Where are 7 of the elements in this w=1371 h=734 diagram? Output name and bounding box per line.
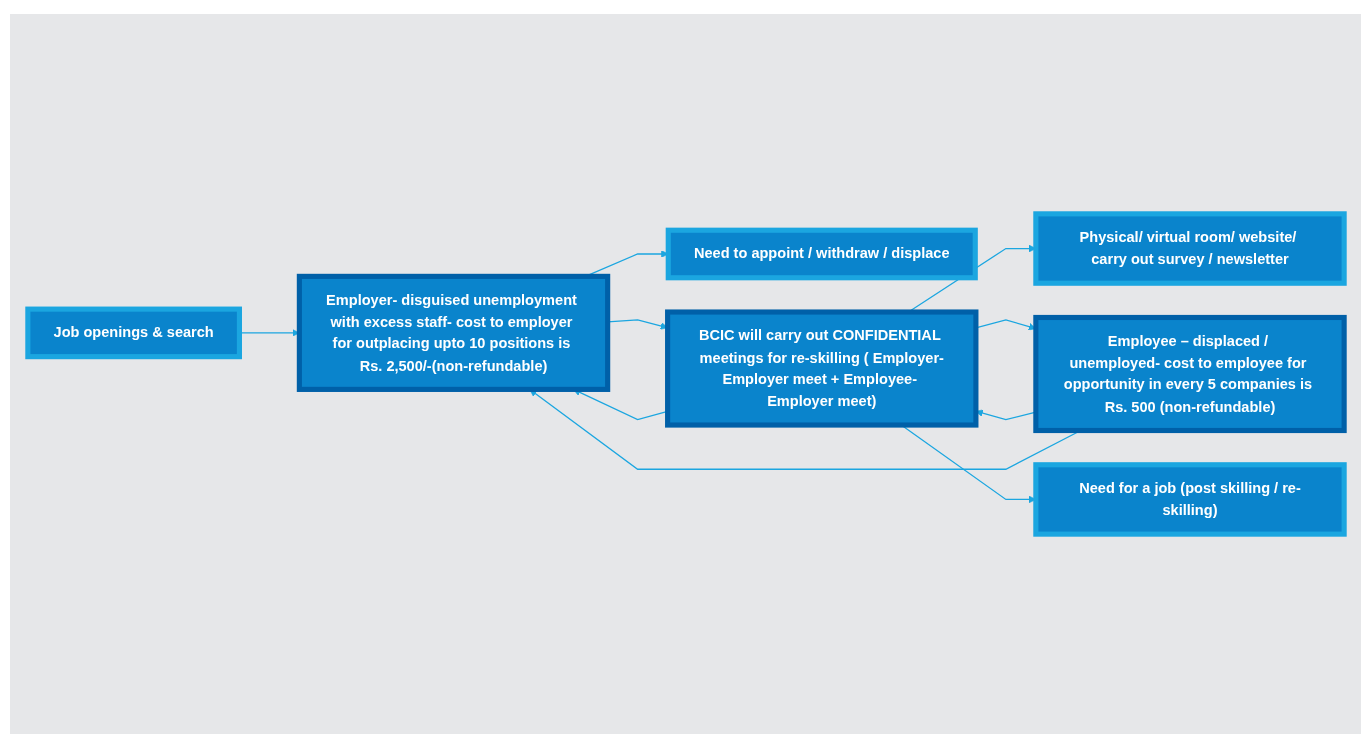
node-box: Physical/ virtual room/ website/ carry out survey / newsletter (1032, 211, 1347, 286)
node-box: Job openings & search (24, 306, 242, 360)
node-box: BCIC will carry out CONFIDENTIAL meetings for re-skilling ( Employer-Employer meet + Employee- Employer meet) (664, 309, 978, 428)
node-box: Employer- disguised unemployment with excess staff- cost to employer for outplacing upto 10 positions is Rs. 2,500/-(non-refundable) (296, 273, 610, 392)
node-box: Employee – displaced / unemployed- cost to employee for opportunity in every 5 companies is Rs. 500 (non-refundable) (1032, 314, 1347, 434)
node-box: Need for a job (post skilling / re-skilling) (1032, 462, 1347, 537)
node-box: Need to appoint / withdraw / displace (665, 227, 978, 281)
